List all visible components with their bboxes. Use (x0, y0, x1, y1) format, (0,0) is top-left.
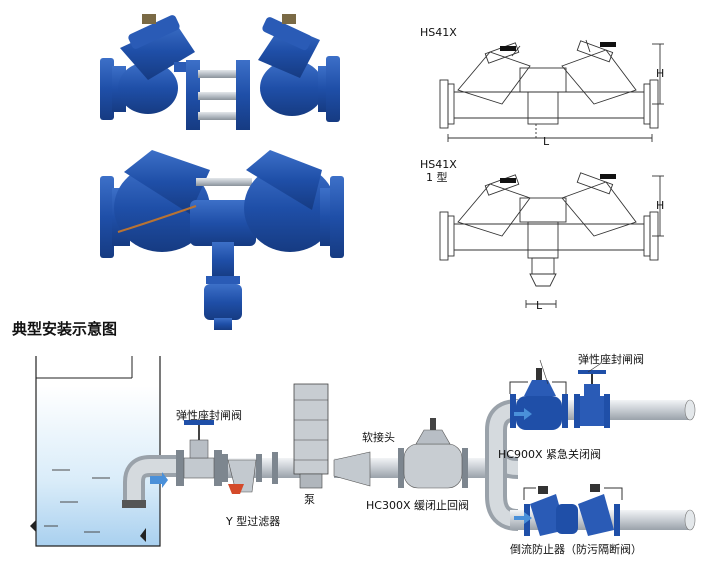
y-strainer (222, 454, 262, 494)
drawing-bottom-model: HS41X (420, 158, 457, 171)
label-gate-valve-right: 弹性座封闸阀 (578, 353, 644, 366)
label-gate-valve-left: 弹性座封闸阀 (176, 409, 242, 422)
label-pump: 泵 (304, 493, 315, 506)
gate-valve-right (574, 370, 610, 428)
label-check-valve: HC300X 缓闭止回阀 (366, 499, 469, 512)
drawing-bottom-type: 1 型 (426, 171, 448, 184)
dim-h-top: H (656, 67, 665, 80)
drawing-top-model: HS41X (420, 26, 457, 39)
label-backflow-preventer: 倒流防止器（防污隔断阀） (510, 543, 642, 556)
emergency-valve (509, 368, 568, 430)
check-valve (398, 418, 468, 489)
label-emergency-valve: HC900X 紧急关闭阀 (498, 448, 601, 461)
valve-photo-lower (100, 150, 344, 330)
gate-valve-left (176, 420, 222, 486)
label-y-strainer: Y 型过滤器 (226, 515, 281, 528)
dim-l-top: L (543, 135, 550, 148)
water-tank (30, 356, 161, 547)
backflow-preventer (523, 484, 623, 536)
dim-h-bottom: H (656, 199, 665, 212)
valve-photo-upper (100, 14, 340, 130)
pump (272, 383, 371, 489)
section-title: 典型安装示意图 (12, 320, 118, 338)
dim-l-bottom: L (536, 299, 543, 312)
label-flex-joint: 软接头 (362, 431, 395, 444)
